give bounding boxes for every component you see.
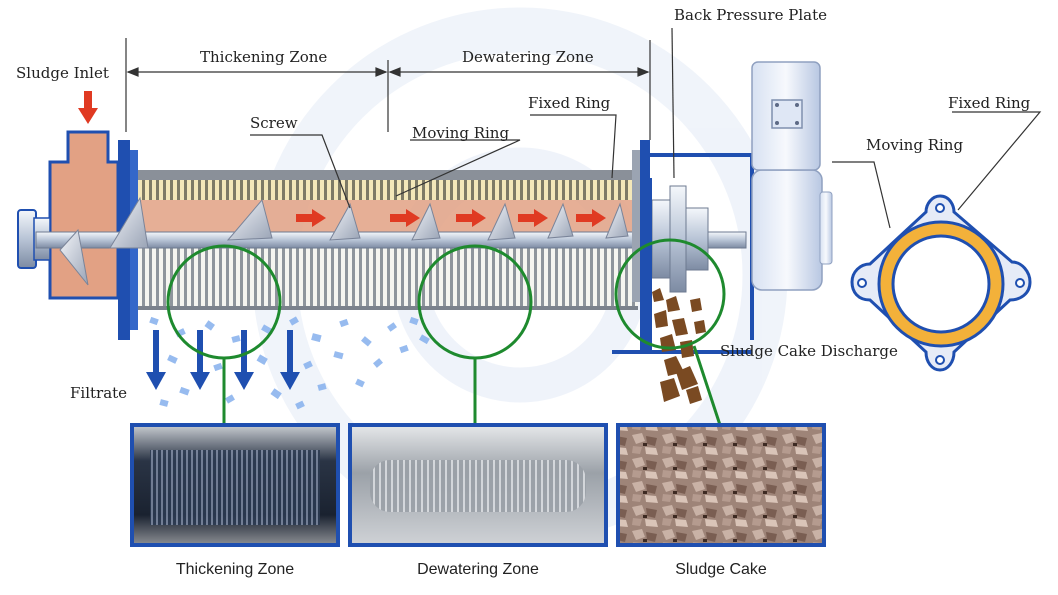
flow-arrow-icon: [576, 209, 606, 227]
filtrate-arrow-icon: [280, 330, 300, 390]
screw-label: Screw: [250, 114, 298, 132]
flow-arrow-icon: [518, 209, 548, 227]
filtrate-arrow-icon: [146, 330, 166, 390]
photo-sludge-cake: [616, 423, 826, 547]
frame-post: [646, 178, 652, 354]
flow-arrow-icon: [390, 209, 420, 227]
fixed-ring-side-label: Fixed Ring: [948, 94, 1031, 112]
flow-arrow-icon: [296, 209, 326, 227]
callout-cake: [614, 238, 726, 350]
caption-sludge-cake: Sludge Cake: [675, 561, 767, 578]
motor: [751, 61, 821, 171]
sludge-cake-discharge-label: Sludge Cake Discharge: [720, 342, 898, 360]
flow-arrow-icon: [456, 209, 486, 227]
filtrate-arrow-icon: [234, 330, 254, 390]
callout-circles: [166, 238, 726, 426]
sludge-inlet-label: Sludge Inlet: [16, 64, 109, 82]
moving-ring-side-label: Moving Ring: [866, 136, 964, 154]
ring-detail: [850, 194, 1032, 372]
filtrate-label: Filtrate: [70, 384, 128, 402]
fixed-ring-label: Fixed Ring: [528, 94, 611, 112]
photo-thickening-zone: [130, 423, 340, 547]
photo-dewatering-zone: [348, 423, 608, 547]
thickening-zone-label: Thickening Zone: [200, 48, 328, 66]
fixed-rings-top: [138, 180, 638, 200]
sludge-cake-pieces: [652, 288, 706, 404]
gear-reducer: [751, 169, 833, 291]
back-pressure-plate-label: Back Pressure Plate: [674, 6, 827, 24]
caption-dewatering-zone: Dewatering Zone: [417, 561, 539, 578]
filtrate-particles: [149, 316, 430, 410]
caption-thickening-zone: Thickening Zone: [175, 561, 295, 578]
leader-lines: [250, 27, 1042, 229]
zone-dimension-lines: [125, 38, 651, 140]
moving-ring-label: Moving Ring: [412, 124, 510, 142]
back-pressure-plate: [651, 185, 709, 293]
outlet-flange-inner: [632, 150, 640, 302]
screw-blades: [59, 196, 629, 286]
sludge-inlet-arrow-icon: [78, 91, 98, 124]
filter-rings-bottom: [138, 248, 638, 308]
filtrate-arrow-icon: [190, 330, 210, 390]
dewatering-zone-label: Dewatering Zone: [462, 48, 594, 66]
flow-arrows: [296, 209, 606, 227]
